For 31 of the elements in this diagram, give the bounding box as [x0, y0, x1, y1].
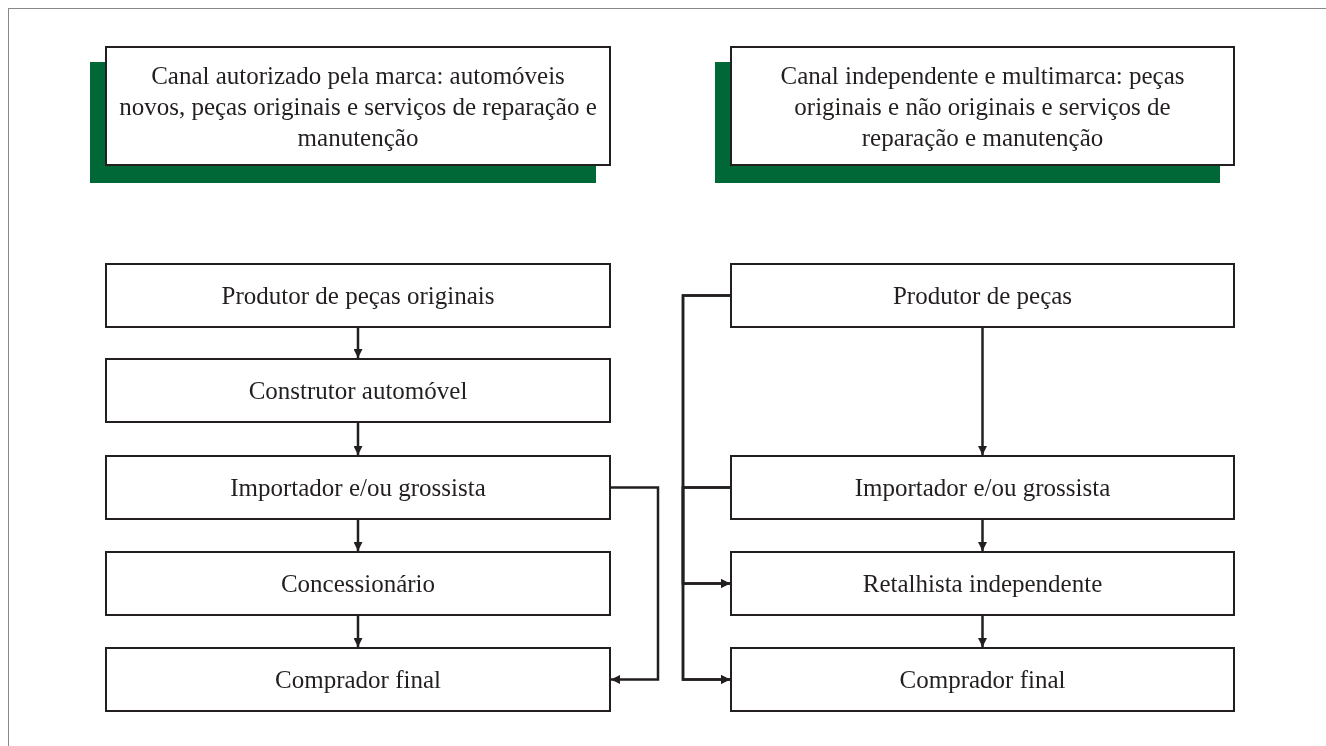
process-box: [105, 263, 611, 328]
process-box: [105, 551, 611, 616]
process-box: [730, 263, 1235, 328]
heading-box: [105, 46, 611, 166]
process-box: [105, 358, 611, 423]
arrow: [611, 486, 660, 684]
process-box: [105, 647, 611, 712]
box-label: Importador e/ou grossista: [230, 473, 486, 503]
heading-box: [730, 46, 1235, 166]
arrow: [978, 520, 987, 551]
arrow: [353, 328, 363, 358]
arrow: [978, 328, 987, 455]
box-label: Comprador final: [899, 665, 1066, 695]
arrow: [353, 423, 363, 455]
box-label: Construtor automóvel: [248, 376, 468, 406]
box-label: Concessionário: [280, 569, 436, 599]
arrow: [353, 616, 363, 647]
box-label: Importador e/ou grossista: [854, 473, 1111, 503]
process-box: [105, 455, 611, 520]
heading-text: Canal autorizado pela marca: automóveis novos, peças originais e serviços de reparação e manutenção: [119, 60, 597, 153]
box-label: Produtor de peças: [892, 281, 1073, 311]
box-label: Comprador final: [275, 665, 441, 695]
process-box: [730, 647, 1235, 712]
box-label: Produtor de peças originais: [221, 281, 495, 311]
process-box: [730, 455, 1235, 520]
arrow: [681, 486, 730, 684]
box-label: Retalhista independente: [862, 569, 1103, 599]
process-box: [730, 551, 1235, 616]
heading-text: Canal independente e multimarca: peças originais e não originais e serviços de reparação e manutenção: [779, 60, 1186, 153]
arrow: [978, 616, 987, 647]
arrow: [353, 520, 363, 551]
